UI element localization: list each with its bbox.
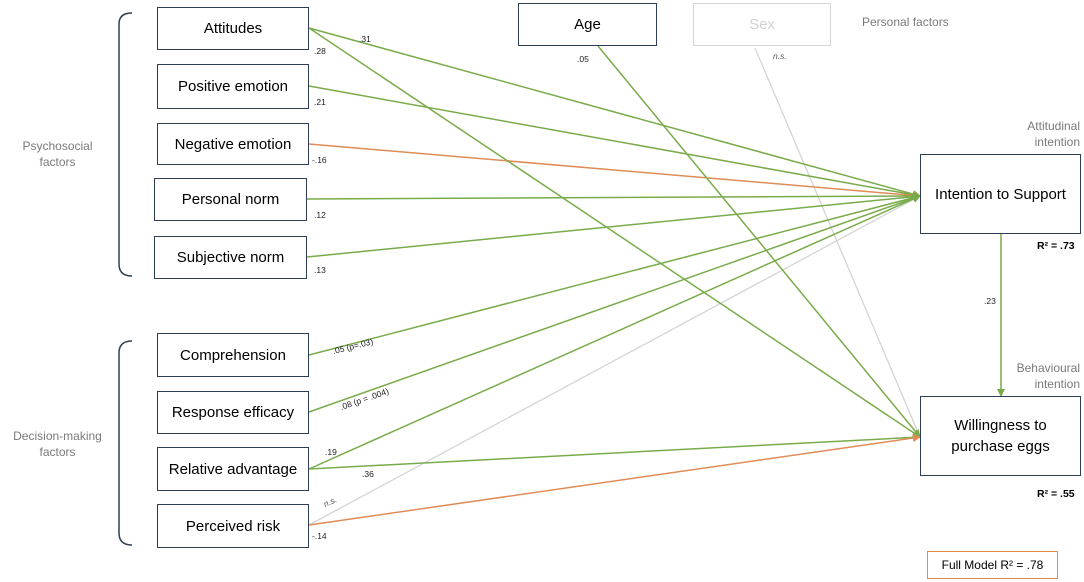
age-box: Age <box>518 3 657 46</box>
positive-emotion-box: Positive emotion <box>157 64 309 109</box>
comprehension-box: Comprehension <box>157 333 309 377</box>
coef-subjective-norm: .13 <box>314 265 326 275</box>
path-negative-emotion-intention <box>308 143 921 200</box>
r2-intention: R² = .73 <box>1037 240 1075 252</box>
path-relative-advantage-willingness <box>308 433 921 470</box>
perceived-risk-box: Perceived risk <box>157 504 309 548</box>
path-response-efficacy-intention <box>308 194 921 413</box>
relative-advantage-box: Relative advantage <box>157 447 309 491</box>
path-personal-norm-intention <box>306 192 921 201</box>
path-sex-willingness <box>754 47 921 438</box>
coef-personal-norm: .12 <box>314 210 326 220</box>
sex-box: Sex <box>693 3 831 46</box>
coef-relative-advantage-intention: .19 <box>325 447 337 457</box>
coef-relative-advantage-willingness: .36 <box>362 469 374 479</box>
response-efficacy-box: Response efficacy <box>157 391 309 434</box>
path-positive-emotion-intention <box>308 85 921 199</box>
psychosocial-factors-label: Psychosocial factors <box>22 139 93 169</box>
coef-positive-emotion: .21 <box>314 97 326 107</box>
r2-willingness: R² = .55 <box>1037 488 1075 500</box>
willingness-to-purchase-box: Willingness to purchase eggs <box>920 396 1081 476</box>
personal-factors-label: Personal factors <box>862 15 949 29</box>
behavioural-intention-label: Behavioural intention <box>1016 361 1080 391</box>
attitudinal-intention-label: Attitudinal intention <box>1027 119 1080 149</box>
path-attitudes-willingness <box>308 27 921 438</box>
psychosocial-bracket <box>118 12 133 277</box>
attitudes-box: Attitudes <box>157 7 309 50</box>
coef-age: .05 <box>577 54 589 64</box>
coef-perceived-risk-willingness: -.14 <box>312 531 327 541</box>
intention-to-support-box: Intention to Support <box>920 154 1081 234</box>
coef-sex: n.s. <box>773 51 787 61</box>
path-attitudes-intention <box>308 27 921 199</box>
decision-bracket <box>118 340 133 546</box>
coef-negative-emotion: -.16 <box>312 155 327 165</box>
path-comprehension-intention <box>308 193 921 356</box>
path-perceived-risk-intention <box>308 195 921 526</box>
path-subjective-norm-intention <box>306 192 921 258</box>
coef-attitudes-willingness: .28 <box>314 46 326 56</box>
path-age-willingness <box>597 45 921 438</box>
personal-norm-box: Personal norm <box>154 178 307 221</box>
negative-emotion-box: Negative emotion <box>157 123 309 165</box>
path-perceived-risk-willingness <box>308 434 921 526</box>
coef-attitudes-intention: .31 <box>359 34 371 44</box>
subjective-norm-box: Subjective norm <box>154 236 307 279</box>
decision-making-factors-label: Decision-making factors <box>13 429 102 459</box>
coef-intention-willingness: .23 <box>984 296 996 306</box>
path-relative-advantage-intention <box>308 195 921 470</box>
full-model-r2-box: Full Model R² = .78 <box>927 551 1058 579</box>
